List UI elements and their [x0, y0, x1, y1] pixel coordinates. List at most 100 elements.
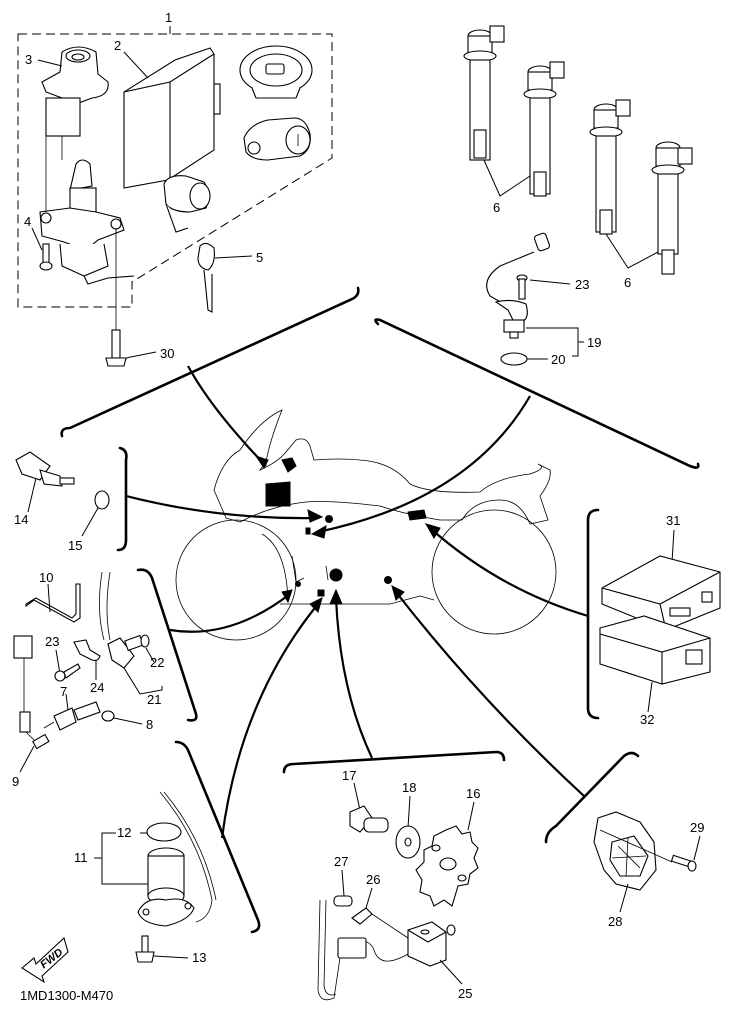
part-sprocket-16[interactable] [415, 825, 479, 907]
arrowhead-throttle-servo [391, 585, 405, 601]
part-fuel-cap-lock[interactable] [239, 45, 313, 99]
rear-wheel [431, 509, 557, 635]
arrow-sensors-left [169, 593, 291, 633]
callout-6b[interactable]: 6 [624, 275, 631, 290]
part-plate-26[interactable] [351, 907, 373, 925]
marker-solenoid [317, 589, 325, 597]
callout-22[interactable]: 22 [150, 655, 164, 670]
callout-6a[interactable]: 6 [493, 200, 500, 215]
callout-8[interactable]: 8 [146, 717, 153, 732]
marker-main-switch [281, 457, 297, 473]
part-sensor-7[interactable] [43, 701, 101, 731]
leader-3 [37, 59, 63, 67]
part-ignition-coil-4[interactable] [651, 141, 693, 275]
part-temp-sensor-14[interactable] [15, 451, 75, 487]
part-servo-28[interactable] [593, 811, 657, 891]
part-o-ring-22[interactable] [140, 634, 150, 648]
solenoid-wire [159, 791, 213, 923]
callout-32[interactable]: 32 [640, 712, 654, 727]
bracket-sensors-left [136, 568, 198, 722]
marker-temp-sensor [305, 527, 311, 535]
callout-10[interactable]: 10 [39, 570, 53, 585]
part-o-ring-20[interactable] [500, 352, 528, 366]
connector-brackets [60, 286, 700, 934]
part-ignition-lock[interactable] [39, 159, 135, 285]
callout-25[interactable]: 25 [458, 986, 472, 1001]
callout-20[interactable]: 20 [551, 352, 565, 367]
part-screw-4[interactable] [39, 243, 53, 271]
leader-7 [65, 693, 69, 711]
callout-23a[interactable]: 23 [575, 277, 589, 292]
callout-18[interactable]: 18 [402, 780, 416, 795]
callout-28[interactable]: 28 [608, 914, 622, 929]
arrowhead-solenoid [309, 597, 323, 613]
callout-30[interactable]: 30 [160, 346, 174, 361]
part-helmet-lock[interactable] [163, 175, 211, 233]
part-bolt-29[interactable] [670, 854, 697, 872]
arrow-key-set [187, 365, 267, 467]
ignition-coils-group: 6 6 [463, 25, 693, 290]
callout-12[interactable]: 12 [117, 825, 131, 840]
callout-4[interactable]: 4 [24, 214, 31, 229]
part-clamp-24[interactable] [73, 639, 101, 662]
leader-23a [529, 279, 571, 285]
callout-13[interactable]: 13 [192, 950, 206, 965]
marker-sprocket-sensor [329, 568, 343, 582]
callout-16[interactable]: 16 [466, 786, 480, 801]
callout-15[interactable]: 15 [68, 538, 82, 553]
part-bolt-23-top[interactable] [516, 274, 528, 300]
part-key[interactable] [197, 242, 215, 313]
part-washer-15[interactable] [94, 490, 110, 510]
part-main-switch[interactable] [41, 46, 109, 160]
part-o-ring-12[interactable] [146, 822, 182, 842]
marker-coil [325, 515, 333, 523]
part-seat-lock[interactable] [243, 117, 311, 161]
leader-4 [31, 227, 43, 251]
callout-2[interactable]: 2 [114, 38, 121, 53]
part-bolt-13[interactable] [135, 935, 155, 963]
part-sensor-19[interactable] [486, 232, 551, 339]
callout-7[interactable]: 7 [60, 684, 67, 699]
part-ignition-coil-1[interactable] [463, 25, 505, 161]
part-sensor-lead-9[interactable] [13, 635, 50, 750]
part-washer-18[interactable] [395, 825, 421, 859]
callout-24[interactable]: 24 [90, 680, 104, 695]
part-bolt-23-left[interactable] [54, 663, 81, 682]
part-cable-tie-10[interactable] [25, 583, 81, 623]
part-bolt-30[interactable] [105, 329, 127, 367]
callout-11[interactable]: 11 [74, 850, 88, 865]
callout-19[interactable]: 19 [587, 335, 601, 350]
callout-1[interactable]: 1 [165, 10, 172, 25]
part-ignition-coil-2[interactable] [523, 61, 565, 197]
part-ecu-module[interactable] [123, 47, 221, 189]
part-ecu-31[interactable] [601, 555, 721, 631]
arrow-coils [317, 395, 531, 534]
marker-throttle-servo [384, 576, 392, 584]
part-washer-8[interactable] [101, 710, 115, 722]
callout-26[interactable]: 26 [366, 872, 380, 887]
callout-9[interactable]: 9 [12, 774, 19, 789]
callout-17[interactable]: 17 [342, 768, 356, 783]
leader-26 [365, 887, 373, 909]
part-sensor-21[interactable] [99, 571, 144, 669]
part-ecu-32[interactable] [599, 615, 711, 685]
callout-21[interactable]: 21 [147, 692, 161, 707]
callout-23b[interactable]: 23 [45, 634, 59, 649]
part-ignition-coil-3[interactable] [589, 99, 631, 235]
arrow-ecu-units [429, 527, 589, 618]
part-screw-27[interactable] [333, 895, 353, 907]
callout-27[interactable]: 27 [334, 854, 348, 869]
callout-31[interactable]: 31 [666, 513, 680, 528]
part-speed-sensor-25[interactable] [317, 899, 456, 1001]
leader-6b [605, 233, 659, 269]
callout-3[interactable]: 3 [25, 52, 32, 67]
marker-sensor-left [295, 581, 301, 587]
part-solenoid-11[interactable] [137, 847, 195, 927]
arrowhead-key-set [254, 455, 269, 469]
callout-29[interactable]: 29 [690, 820, 704, 835]
callout-5[interactable]: 5 [256, 250, 263, 265]
part-bolt-17[interactable] [349, 805, 389, 833]
arrow-solenoid [220, 603, 319, 839]
callout-14[interactable]: 14 [14, 512, 28, 527]
